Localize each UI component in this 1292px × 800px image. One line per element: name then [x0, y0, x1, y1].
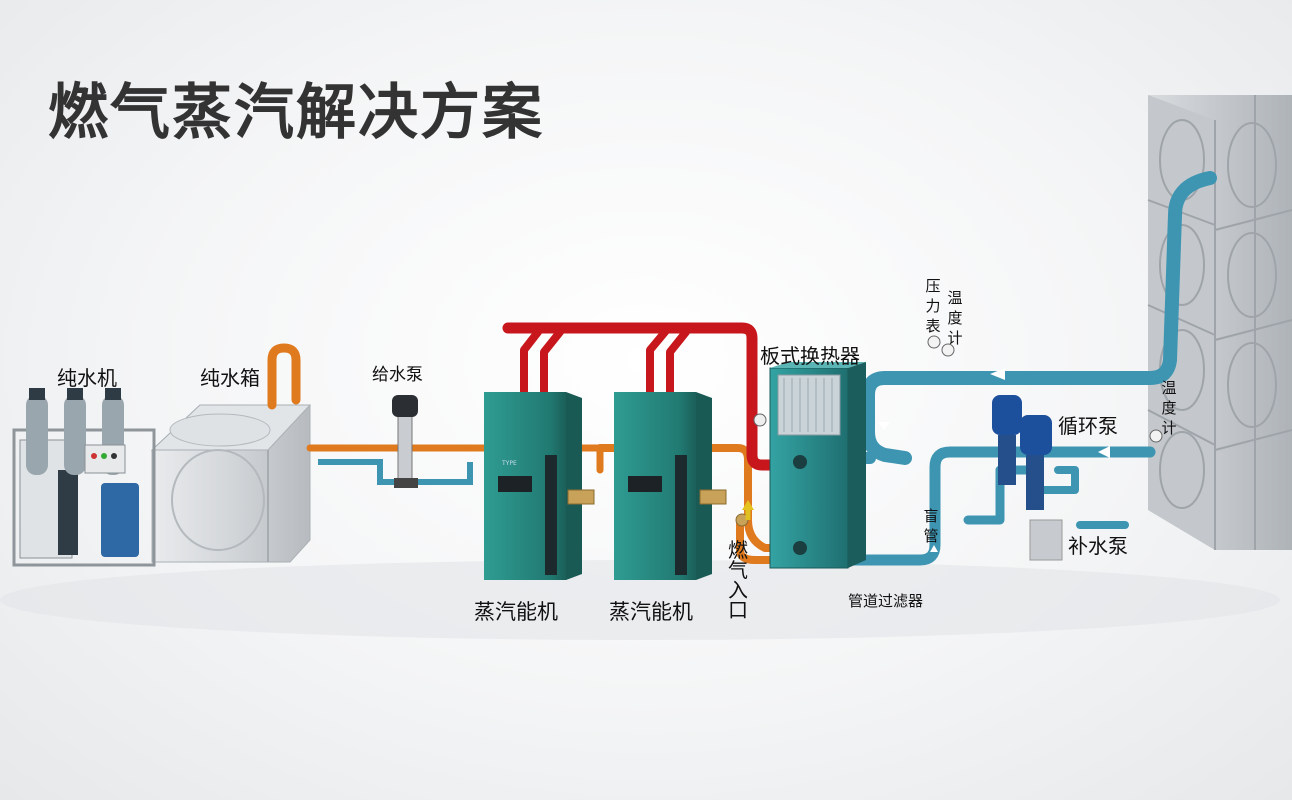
label-blind-pipe: 盲管 [923, 507, 939, 545]
label-gas-inlet: 燃气入口 [728, 538, 748, 622]
label-heat-exchanger: 板式换热器 [760, 344, 860, 368]
gas-arrow-head [742, 500, 754, 510]
label-thermometer-1: 温度计 [947, 289, 963, 347]
plate-heat-exchanger [753, 362, 866, 569]
steam-piping [502, 322, 806, 471]
label-water-tank: 纯水箱 [200, 366, 260, 390]
pure-water-tank [150, 404, 312, 563]
label-pressure-gauge: 压力表 [925, 277, 941, 335]
label-pipe-filter: 管道过滤器 [848, 592, 924, 610]
label-steam-unit-2: 蒸汽能机 [609, 600, 693, 624]
label-ro-machine: 纯水机 [57, 366, 117, 390]
circulation-piping [834, 171, 1217, 566]
label-circulation-pump: 循环泵 [1058, 414, 1118, 438]
floor-shadow [0, 560, 1280, 640]
circulation-pump [992, 395, 1063, 561]
storage-tank-large [1147, 95, 1292, 550]
svg-text:TYPE: TYPE [501, 460, 517, 467]
page-title: 燃气蒸汽解决方案 [48, 78, 544, 148]
gauges [927, 335, 1163, 443]
flow-arrows [878, 368, 1110, 552]
ro-water-machine [12, 388, 156, 567]
label-thermometer-2: 温度计 [1161, 379, 1177, 437]
label-steam-unit-1: 蒸汽能机 [474, 600, 558, 624]
label-feed-pump: 给水泵 [372, 365, 423, 385]
steam-energy-machine-1: TYPE [484, 392, 582, 580]
steam-energy-machine-2 [614, 392, 712, 580]
feed-bypass-pipe [318, 459, 473, 485]
feed-pump [392, 395, 418, 488]
gas-valves [567, 489, 749, 527]
label-makeup-pump: 补水泵 [1068, 534, 1128, 558]
